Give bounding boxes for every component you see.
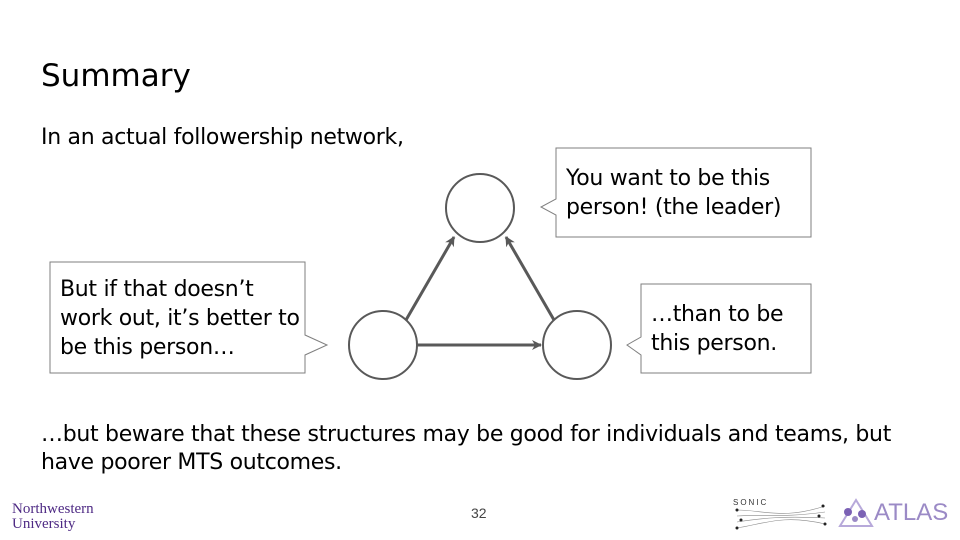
conclusion-text: …but beware that these structures may be… bbox=[41, 422, 892, 475]
edge-right-to-top bbox=[504, 236, 556, 321]
slide-title: Summary bbox=[41, 58, 191, 94]
edge-left-to-top bbox=[404, 236, 456, 321]
intro-text: In an actual followership network, bbox=[41, 125, 404, 150]
callout-left-text: But if that doesn’t work out, it’s bette… bbox=[60, 277, 300, 360]
callout-left-box bbox=[49, 261, 329, 374]
node-leader bbox=[445, 173, 515, 243]
svg-text:SONIC: SONIC bbox=[733, 498, 768, 507]
sonic-logo: SONIC bbox=[733, 498, 827, 530]
atlas-logo-mark bbox=[838, 498, 874, 527]
node-right bbox=[542, 310, 612, 380]
callout-leader-box bbox=[539, 147, 812, 238]
atlas-logo-text: ATLAS bbox=[874, 499, 949, 526]
callout-right-box bbox=[626, 283, 812, 374]
callout-leader-text: You want to be this person! (the leader) bbox=[566, 166, 782, 220]
northwestern-logo: Northwestern University bbox=[12, 501, 94, 532]
node-left bbox=[348, 310, 418, 380]
page-number: 32 bbox=[471, 505, 487, 521]
callout-right-text: …than to be this person. bbox=[651, 302, 784, 356]
